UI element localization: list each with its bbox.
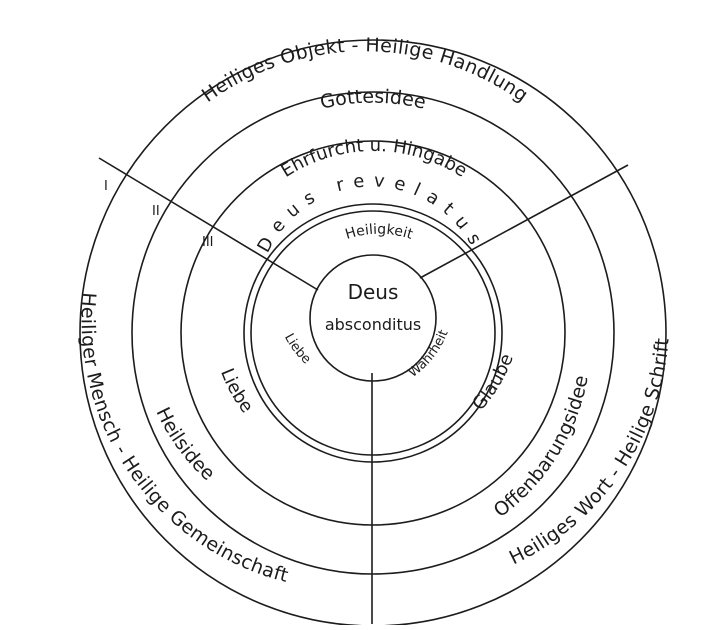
- ring2-top-label: Gottesidee: [318, 86, 428, 114]
- ring3-top-label: Ehrfurcht u. Hingabe: [277, 135, 470, 182]
- ring2-right-label: Offenbarungsidee: [490, 374, 593, 522]
- third-ring: [180, 140, 566, 526]
- wahrheit-label: Wahrheit: [406, 328, 452, 381]
- center-absconditus: absconditus: [325, 315, 421, 334]
- numeral-ring-1: I: [104, 179, 108, 194]
- center-circle: [309, 254, 437, 382]
- spoke-upper-left: [98, 157, 319, 291]
- ring1-right-label: Heiliges Wort - Heilige Schrift: [506, 337, 674, 569]
- revelatus-ring-inner: [250, 210, 496, 456]
- deus-revelatus-label: Deus revelatus: [253, 170, 489, 256]
- numeral-ring-2: II: [152, 204, 160, 219]
- center-deus: Deus: [348, 280, 399, 304]
- inner-liebe-label: Liebe: [281, 331, 313, 367]
- heiligkeit-label: Heiligkeit: [343, 222, 415, 243]
- second-ring: [131, 91, 615, 575]
- ring3-right-label: Glaube: [468, 351, 518, 415]
- numeral-ring-3: III: [202, 235, 214, 250]
- revelatus-ring-outer: [243, 203, 503, 463]
- spoke-upper-right: [419, 164, 629, 279]
- ring2-left-label: Heilsidee: [152, 404, 219, 485]
